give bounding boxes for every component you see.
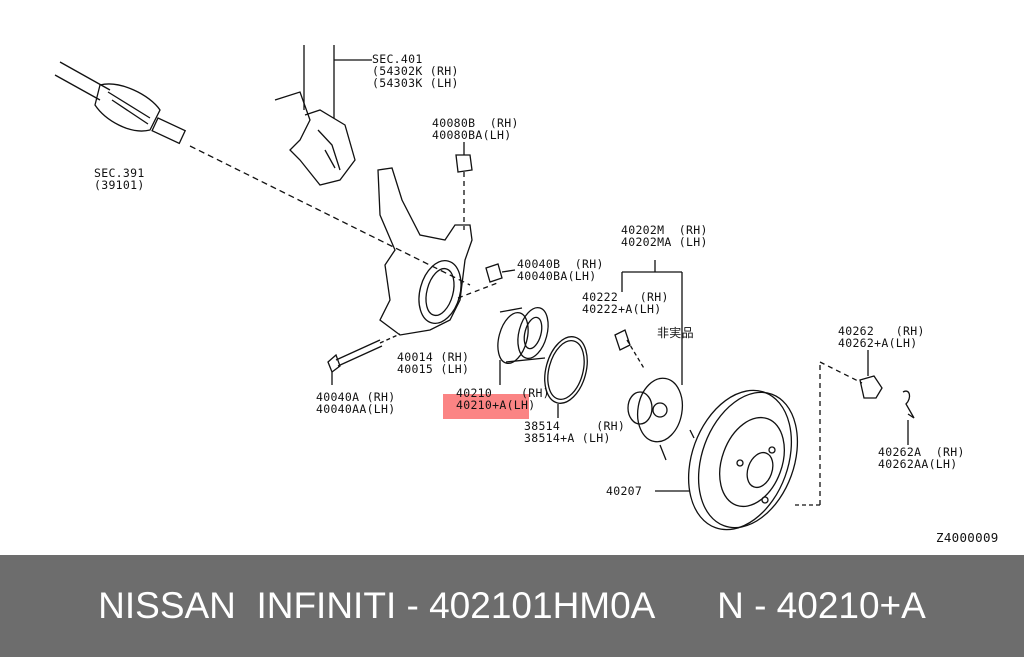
label-40040a: 40040A (RH)40040AA(LH) xyxy=(316,390,396,416)
label-40262: 40262 (RH)40262+A(LH) xyxy=(838,324,925,350)
label-snap-ring: 38514 (RH)38514+A (LH) xyxy=(524,419,626,445)
footer-bar: NISSAN INFINITI - 402101HM0A N - 40210+A xyxy=(0,555,1024,657)
label-40262a: 40262A (RH)40262AA(LH) xyxy=(878,445,965,471)
label-rotor: 40207 xyxy=(606,484,643,498)
footer-nissan-code: N - 40210+A xyxy=(717,585,926,626)
steering-knuckle xyxy=(377,167,501,336)
footer-text: NISSAN INFINITI - 402101HM0A N - 40210+A xyxy=(0,555,1024,657)
bolt xyxy=(327,333,401,385)
drive-shaft xyxy=(54,61,471,286)
label-sec391: SEC.391(39101) xyxy=(94,166,145,192)
label-not-sold: 非実品 xyxy=(657,326,694,340)
snap-ring xyxy=(544,336,588,418)
clip xyxy=(902,390,915,445)
hub-assembly xyxy=(614,260,695,461)
parts-diagram xyxy=(54,45,915,531)
highlighted-part xyxy=(443,394,529,419)
strut xyxy=(274,45,372,186)
label-40040b: 40040B (RH)40040BA(LH) xyxy=(517,257,604,283)
diagram-code: Z4000009 xyxy=(936,530,999,545)
label-bearing: 40210 (RH)40210+A(LH) xyxy=(456,386,550,412)
label-hub: 40202M (RH)40202MA (LH) xyxy=(621,223,708,249)
nut-side xyxy=(485,263,516,283)
label-hub-bolt: 40222 (RH)40222+A(LH) xyxy=(582,290,669,316)
footer-part-number: NISSAN INFINITI - 402101HM0A xyxy=(98,585,656,626)
label-sec401: SEC.401(54302K (RH)(54303K (LH) xyxy=(372,52,459,90)
label-40080: 40080B (RH)40080BA(LH) xyxy=(432,116,519,142)
nut-top xyxy=(455,142,473,230)
wheel-nut xyxy=(859,350,883,399)
label-knuckle: 40014 (RH)40015 (LH) xyxy=(397,350,470,376)
wheel-bearing xyxy=(497,306,549,385)
brake-disc-rotor xyxy=(655,361,863,531)
